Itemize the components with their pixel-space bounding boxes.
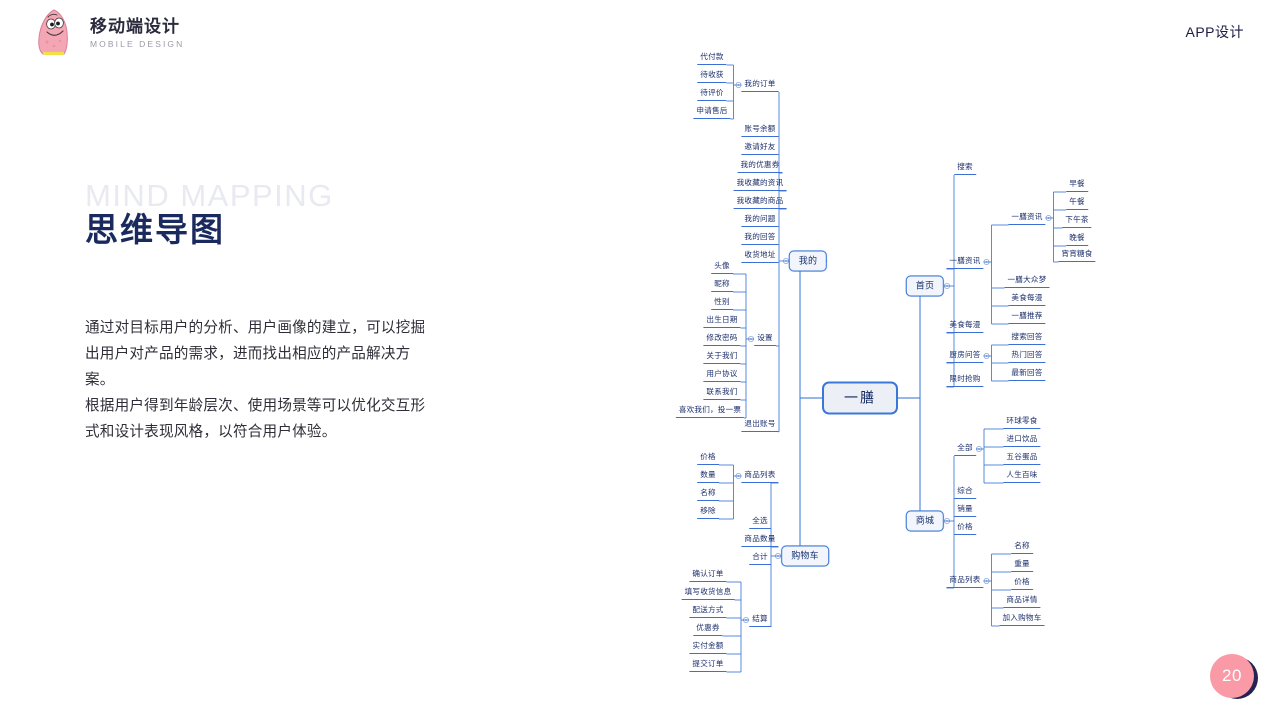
mindmap-node-n39[interactable]: 热门回答 — [1008, 349, 1046, 363]
mindmap-node-b-shouye[interactable]: 首页 — [905, 275, 945, 297]
mindmap-node-n55[interactable]: 加入购物车 — [999, 612, 1045, 626]
mindmap-node-n47[interactable]: 综合 — [954, 485, 976, 499]
mindmap-node-n15[interactable]: 昵称 — [711, 278, 733, 292]
mindmap-node-n53[interactable]: 价格 — [1011, 576, 1033, 590]
mindmap-node-n70[interactable]: 结算 — [749, 613, 771, 627]
mindmap-node-n35[interactable]: 一膳推荐 — [1008, 310, 1046, 324]
mindmap-node-n48[interactable]: 销量 — [954, 503, 976, 517]
mindmap-node-root[interactable]: 一膳 — [822, 381, 898, 415]
mindmap-node-n51[interactable]: 名称 — [1011, 540, 1033, 554]
mindmap-node-n66[interactable]: 配送方式 — [689, 604, 727, 618]
mindmap-node-n28[interactable]: 早餐 — [1066, 178, 1088, 192]
mindmap-node-n61[interactable]: 全选 — [749, 515, 771, 529]
mindmap-node-n65[interactable]: 填写收货信息 — [681, 586, 735, 600]
mindmap-node-n44[interactable]: 五谷蛋品 — [1003, 451, 1041, 465]
mindmap-node-n10[interactable]: 我收藏的商品 — [733, 195, 787, 209]
mindmap-node-n42[interactable]: 环球零食 — [1003, 415, 1041, 429]
mindmap-node-b-gouwuche[interactable]: 购物车 — [781, 545, 829, 567]
body-paragraph-2: 根据用户得到年龄层次、使用场景等可以优化交互形式和设计表现风格，以符合用户体验。 — [85, 398, 426, 440]
mindmap-node-n57[interactable]: 数量 — [697, 469, 719, 483]
mindmap-node-n37[interactable]: 厨房问答 — [946, 349, 984, 363]
mindmap-node-n6[interactable]: 账号余额 — [741, 123, 779, 137]
page-number: 20 — [1210, 654, 1254, 698]
mind-map: 一膳 我的首页商城购物车 代付款待收获待评价申请售后我的订单账号余额邀请好友我的优惠… — [660, 40, 1280, 700]
mindmap-node-n52[interactable]: 重量 — [1011, 558, 1033, 572]
mindmap-node-n20[interactable]: 用户协议 — [703, 368, 741, 382]
mindmap-node-n3[interactable]: 待评价 — [697, 87, 727, 101]
mindmap-node-n8[interactable]: 我的优惠券 — [737, 159, 783, 173]
brand-subtitle: MOBILE DESIGN — [90, 38, 185, 49]
mindmap-node-n19[interactable]: 关于我们 — [703, 350, 741, 364]
mindmap-node-n31[interactable]: 晚餐 — [1066, 232, 1088, 246]
mindmap-node-n29[interactable]: 午餐 — [1066, 196, 1088, 210]
mindmap-node-n32[interactable]: 宵宵糖食 — [1058, 248, 1096, 262]
mindmap-node-n26[interactable]: 一膳资讯 — [946, 255, 984, 269]
mindmap-node-n64[interactable]: 确认订单 — [689, 568, 727, 582]
mind-map-connectors — [719, 64, 1066, 673]
brand-logo-block: 移动端设计 MOBILE DESIGN — [34, 8, 184, 58]
mindmap-node-n63[interactable]: 合计 — [749, 551, 771, 565]
mindmap-node-n58[interactable]: 名称 — [697, 487, 719, 501]
mindmap-node-n2[interactable]: 待收获 — [697, 69, 727, 83]
brand-title: 移动端设计 — [90, 16, 180, 36]
mindmap-node-n60[interactable]: 商品列表 — [741, 469, 779, 483]
mindmap-node-n18[interactable]: 修改密码 — [703, 332, 741, 346]
mindmap-node-n49[interactable]: 价格 — [954, 521, 976, 535]
mindmap-node-n12[interactable]: 我的回答 — [741, 231, 779, 245]
mindmap-node-n1[interactable]: 代付款 — [697, 51, 727, 65]
starfish-mascot-icon — [38, 9, 68, 55]
mindmap-node-n43[interactable]: 进口饮品 — [1003, 433, 1041, 447]
mindmap-node-n22[interactable]: 喜欢我们，投一票 — [675, 404, 745, 418]
body-paragraph-1: 通过对目标用户的分析、用户画像的建立，可以挖掘出用户对产品的需求，进而找出相应的… — [85, 320, 426, 388]
mindmap-node-n67[interactable]: 优惠券 — [693, 622, 723, 636]
mindmap-node-n4[interactable]: 申请售后 — [693, 105, 731, 119]
mindmap-node-b-wode[interactable]: 我的 — [788, 250, 828, 272]
ghost-title: MIND MAPPING — [85, 178, 334, 213]
mindmap-node-n16[interactable]: 性别 — [711, 296, 733, 310]
mindmap-node-n23[interactable]: 设置 — [754, 332, 776, 346]
mindmap-node-b-shangcheng[interactable]: 商城 — [905, 510, 945, 532]
header-right-label: APP设计 — [1185, 24, 1244, 40]
mindmap-node-n56[interactable]: 价格 — [697, 451, 719, 465]
mindmap-node-n34[interactable]: 美食每漫 — [1008, 292, 1046, 306]
mindmap-node-n54[interactable]: 商品详情 — [1003, 594, 1041, 608]
mindmap-node-n17[interactable]: 出生日期 — [703, 314, 741, 328]
mindmap-node-n21[interactable]: 联系我们 — [703, 386, 741, 400]
body-copy: 通过对目标用户的分析、用户画像的建立，可以挖掘出用户对产品的需求，进而找出相应的… — [85, 315, 430, 445]
mindmap-node-n36[interactable]: 美食每漫 — [946, 319, 984, 333]
page-number-badge: 20 — [1210, 654, 1258, 702]
mindmap-node-n59[interactable]: 移除 — [697, 505, 719, 519]
mindmap-node-n25[interactable]: 搜索 — [954, 161, 976, 175]
mindmap-node-n9[interactable]: 我收藏的资讯 — [733, 177, 787, 191]
mindmap-node-n11[interactable]: 我的问题 — [741, 213, 779, 227]
mindmap-node-n30[interactable]: 下午茶 — [1062, 214, 1092, 228]
mindmap-node-n38[interactable]: 搜索回答 — [1008, 331, 1046, 345]
mindmap-node-n33[interactable]: 一膳大众梦 — [1004, 274, 1050, 288]
mindmap-node-n69[interactable]: 提交订单 — [689, 658, 727, 672]
mindmap-node-n46[interactable]: 全部 — [954, 442, 976, 456]
mindmap-node-n45[interactable]: 人生百味 — [1003, 469, 1041, 483]
mindmap-node-n62[interactable]: 商品数量 — [741, 533, 779, 547]
mindmap-node-n14[interactable]: 头像 — [711, 260, 733, 274]
mindmap-node-n68[interactable]: 实付金额 — [689, 640, 727, 654]
mindmap-node-n24[interactable]: 退出账号 — [741, 418, 779, 432]
mindmap-node-n5[interactable]: 我的订单 — [741, 78, 779, 92]
mindmap-node-n40[interactable]: 最新回答 — [1008, 367, 1046, 381]
mindmap-node-n7[interactable]: 邀请好友 — [741, 141, 779, 155]
mindmap-node-n27[interactable]: 一膳资讯 — [1008, 211, 1046, 225]
mindmap-node-n41[interactable]: 限时抢购 — [946, 373, 984, 387]
mindmap-node-n13[interactable]: 收货地址 — [741, 249, 779, 263]
page-title: 思维导图 — [85, 211, 225, 248]
mindmap-node-n50[interactable]: 商品列表 — [946, 574, 984, 588]
